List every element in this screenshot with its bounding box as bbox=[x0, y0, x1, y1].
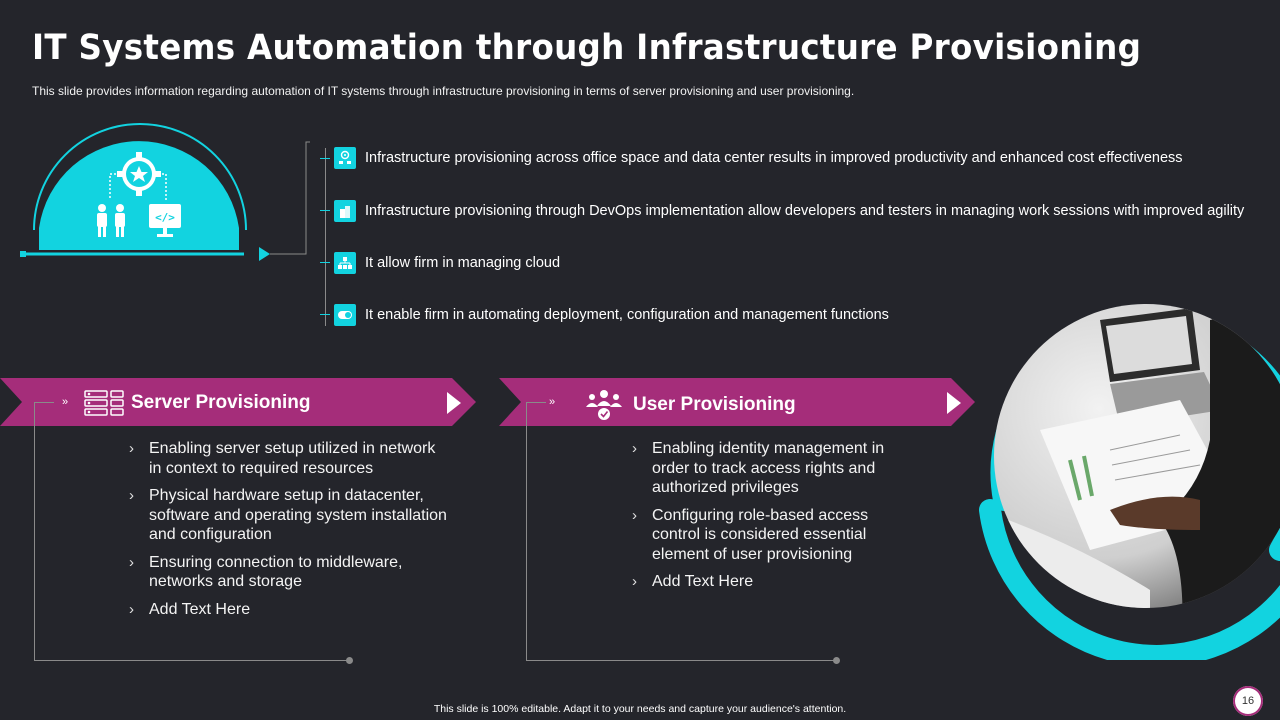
list-item: ›Enabling server setup utilized in netwo… bbox=[129, 440, 436, 477]
people-icon bbox=[97, 204, 125, 237]
list-item: ›Configuring role-based access control i… bbox=[632, 506, 869, 563]
play-arrow-icon bbox=[447, 392, 461, 414]
hero-arc bbox=[33, 123, 247, 231]
bullet-item: It enable firm in automating deployment,… bbox=[334, 303, 889, 327]
user-provisioning-title: User Provisioning bbox=[633, 394, 796, 415]
bullet-item: Infrastructure provisioning through DevO… bbox=[334, 199, 1244, 223]
photo-ring bbox=[979, 304, 1280, 660]
server-provisioning-list: ›Enabling server setup utilized in netwo… bbox=[129, 439, 449, 627]
footer-note: This slide is 100% editable. Adapt it to… bbox=[433, 703, 847, 715]
bullet-item: Infrastructure provisioning across offic… bbox=[334, 146, 1183, 170]
bullet-text: Infrastructure provisioning across offic… bbox=[365, 150, 1183, 166]
user-group-icon bbox=[586, 390, 622, 420]
bullet-text: It allow firm in managing cloud bbox=[365, 255, 561, 271]
user-provisioning-list: ›Enabling identity management in order t… bbox=[632, 439, 902, 600]
bullet-item: It allow firm in managing cloud bbox=[334, 251, 560, 275]
list-item: ›Enabling identity management in order t… bbox=[632, 440, 885, 496]
bullet-text: It enable firm in automating deployment,… bbox=[365, 307, 889, 323]
bullet-text: Infrastructure provisioning through DevO… bbox=[365, 203, 1245, 219]
building-icon bbox=[334, 200, 356, 222]
double-chevron-icon: » bbox=[62, 396, 68, 408]
user-provisioning-banner bbox=[499, 378, 975, 426]
network-icon bbox=[334, 252, 356, 274]
list-item: ›Physical hardware setup in datacenter, … bbox=[129, 487, 447, 543]
list-item: ›Add Text Here bbox=[632, 573, 754, 590]
server-provisioning-title: Server Provisioning bbox=[131, 392, 311, 413]
svg-text:</>: </> bbox=[155, 211, 175, 224]
page-subtitle: This slide provides information regardin… bbox=[32, 84, 855, 98]
toggle-icon bbox=[334, 304, 356, 326]
gear-star-icon bbox=[117, 152, 161, 196]
gear-cloud-icon bbox=[334, 147, 356, 169]
page-title: IT Systems Automation through Infrastruc… bbox=[32, 28, 1142, 68]
server-rack-icon bbox=[84, 390, 124, 416]
page-number: 16 bbox=[1233, 686, 1263, 716]
server-provisioning-banner bbox=[0, 378, 476, 426]
list-item: ›Add Text Here bbox=[129, 600, 251, 618]
play-arrow-icon bbox=[947, 392, 961, 414]
list-item: ›Ensuring connection to middleware, netw… bbox=[129, 553, 403, 591]
double-chevron-icon: » bbox=[549, 396, 555, 408]
bullet-connector-line bbox=[325, 148, 326, 326]
code-monitor-icon: </> bbox=[149, 204, 181, 237]
hero-illustration: </> bbox=[20, 123, 310, 261]
